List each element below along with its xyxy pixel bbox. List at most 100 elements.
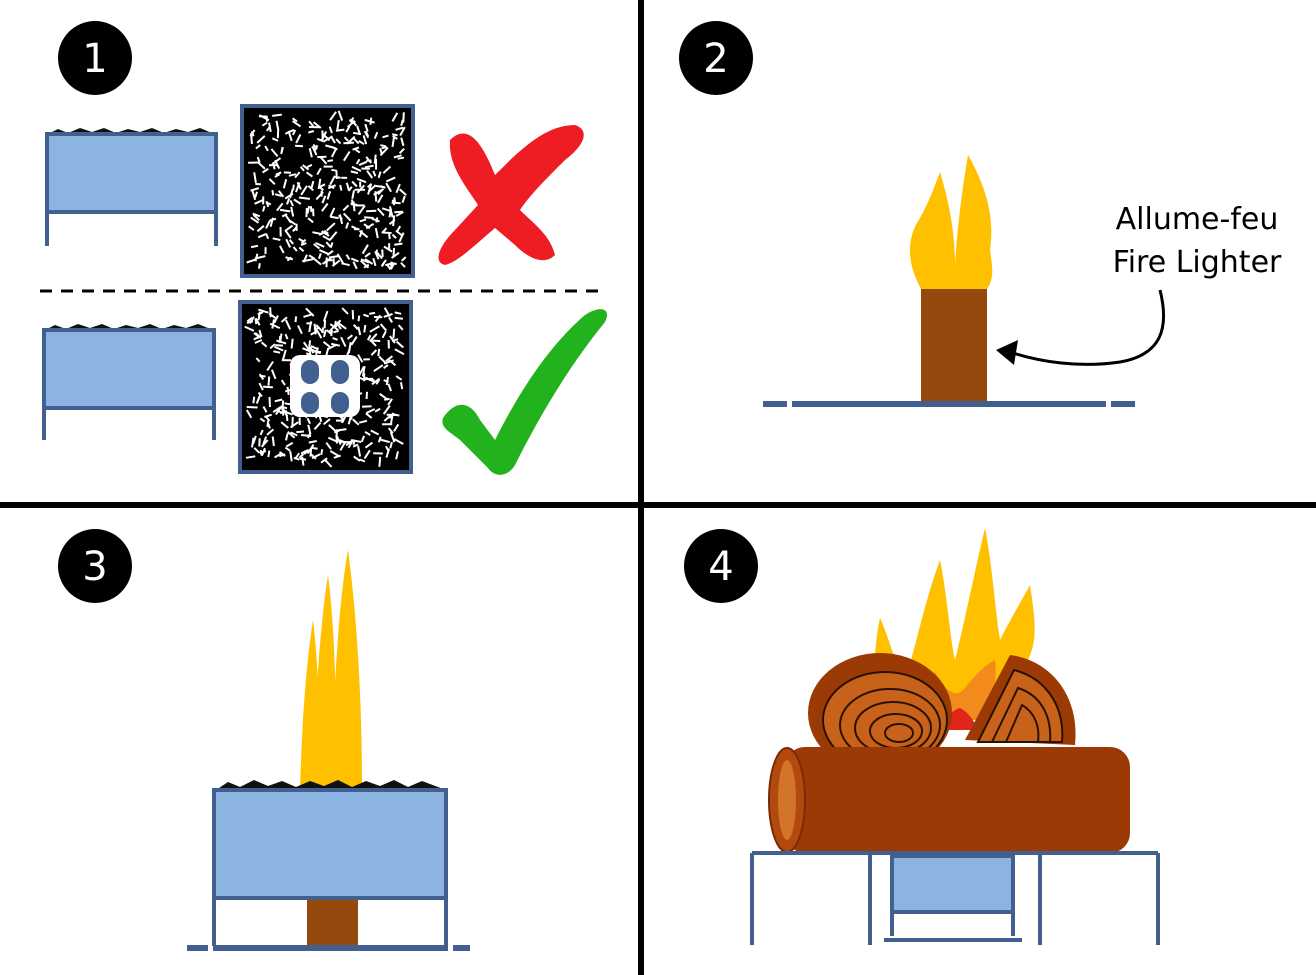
pellet [328,424,337,432]
pellet [254,332,262,338]
pellet [291,416,294,428]
pellet [295,134,302,144]
pellet [319,249,329,255]
pellet-basket-open-center [238,300,413,474]
pellet [275,120,280,131]
pellet [327,159,334,163]
pellet [374,407,381,413]
stove-lit [212,780,448,946]
pellet [280,146,284,155]
pellet [393,423,400,432]
pellet [292,120,302,128]
pellet [328,255,339,259]
pellet [290,338,294,349]
pellet [322,235,331,242]
pellet [357,326,362,336]
pellet [272,406,281,413]
pellet [269,217,277,222]
pellet [329,111,337,121]
pellet [345,125,351,133]
pellet [301,456,305,466]
pellet [379,392,389,401]
pellet [277,190,285,198]
pellet [285,238,292,248]
pellet [381,249,384,257]
pellet [308,130,315,134]
pellet [335,435,338,444]
pellet [389,335,396,344]
pellet [246,316,253,323]
pellet [397,324,404,331]
pellet [306,417,312,425]
pellet [325,241,332,248]
pellet [394,311,402,315]
pellet [289,188,294,199]
pellet [258,114,270,122]
pellet [358,160,368,167]
pellet [388,233,391,240]
pellet [256,135,266,144]
pellet [355,158,361,165]
pellet [395,340,404,349]
pellet [306,163,313,168]
pellet [374,191,378,202]
arrow-icon [1009,289,1166,366]
pellet [284,229,292,239]
pellet [281,213,288,218]
pellet [362,405,372,408]
pellet [269,343,276,350]
pellet [307,424,312,435]
pellet [392,135,398,140]
pellet [284,224,294,232]
step-number-badge: 4 [684,529,758,603]
step-number: 2 [703,36,728,82]
pellet [382,405,391,415]
pellet [373,364,384,373]
pellet [371,217,380,223]
pellet [381,146,388,150]
pellet [272,237,281,241]
pellet [245,409,253,419]
pellet [350,336,358,346]
pellet [315,328,323,339]
pellet [319,155,328,165]
pellet [255,144,261,150]
pellet [397,156,405,160]
pellet [274,193,282,198]
pellet [348,119,356,124]
pellet [385,376,389,386]
pellet [269,307,272,318]
pellet [369,325,380,333]
pellet [252,396,256,404]
pellet [267,376,271,386]
pellet [326,250,334,256]
fire-lighter-block [921,289,987,401]
pellet [325,144,337,150]
pellet [251,190,257,201]
pellet [262,406,268,413]
pellet [271,137,279,142]
pellet [288,239,294,245]
pellet [335,128,345,132]
fire-lighter-block [307,900,358,946]
pellet [299,166,305,172]
pellet [255,394,262,404]
pellet [364,252,371,258]
pellet [301,434,312,437]
pellet [336,119,340,131]
pellet [326,222,336,232]
pellet [363,223,371,230]
pellet [364,376,375,383]
pellet [391,137,395,148]
pellet [363,324,367,333]
pellet [274,173,281,178]
pellet [279,409,288,415]
pellet [310,330,318,336]
arrow-head [996,340,1018,365]
pellet [329,450,340,457]
pellet [364,258,374,265]
pellet [281,349,287,361]
pellet [246,406,258,409]
pellet [383,307,391,318]
pellet [254,318,258,325]
